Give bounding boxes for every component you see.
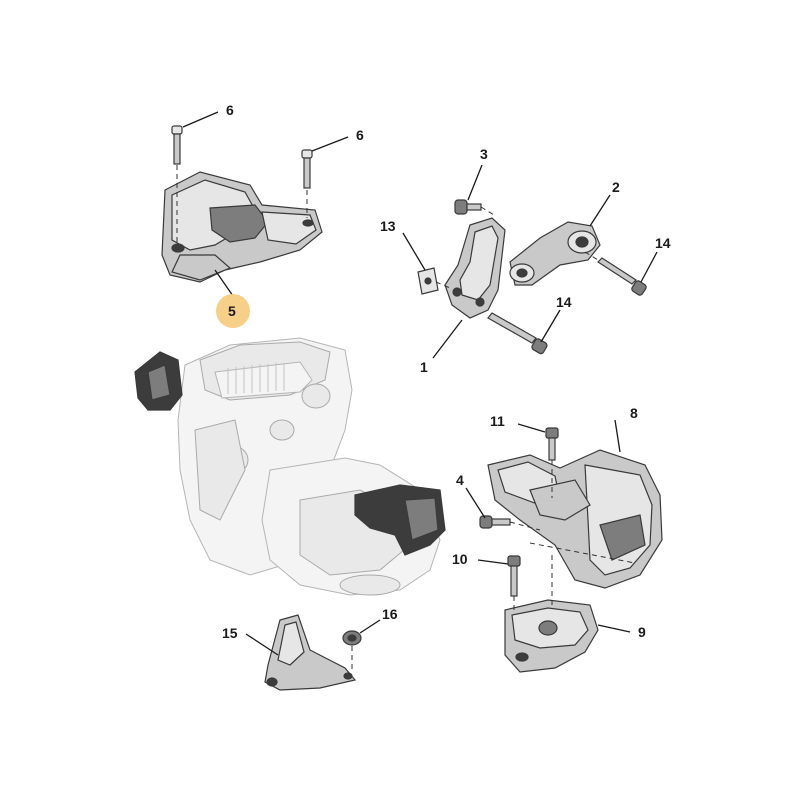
- part-9-mount-base: [504, 599, 599, 673]
- leader-lines: [182, 111, 658, 656]
- bolt-14-right: [584, 251, 647, 296]
- callout-label-16: 16: [382, 606, 398, 622]
- callout-label-6-right: 6: [356, 127, 364, 143]
- callout-label-14-right: 14: [655, 235, 671, 251]
- bolt-6-left: [171, 125, 183, 245]
- callout-label-1: 1: [420, 359, 428, 375]
- callout-label-8: 8: [630, 405, 638, 421]
- bolt-6-right: [301, 149, 313, 218]
- bolt-14-lower: [487, 312, 548, 355]
- callout-label-5: 5: [228, 303, 236, 319]
- callout-label-15: 15: [222, 625, 238, 641]
- callout-label-4: 4: [456, 472, 464, 488]
- part-15-lower-bracket: [264, 614, 357, 691]
- part-1-bracket: [444, 217, 506, 319]
- bolt-4: [479, 515, 541, 531]
- callout-label-2: 2: [612, 179, 620, 195]
- bolt-11: [545, 427, 559, 498]
- bolt-3: [454, 199, 495, 216]
- callout-label-9: 9: [638, 624, 646, 640]
- washer-13: [417, 267, 451, 295]
- callout-label-3: 3: [480, 146, 488, 162]
- part-2-torque-rod: [509, 221, 601, 286]
- callout-label-6-left: 6: [226, 102, 234, 118]
- callout-5-highlight: [216, 294, 250, 328]
- callout-label-11: 11: [490, 413, 505, 429]
- callout-label-10: 10: [452, 551, 468, 567]
- nut-16: [342, 630, 362, 672]
- callout-label-13: 13: [380, 218, 396, 234]
- callout-label-14-lower: 14: [556, 294, 572, 310]
- part-8-mount-bracket: [487, 449, 663, 589]
- bolt-10: [507, 555, 521, 614]
- engine-gearbox-assembly: [134, 337, 446, 596]
- part-5-engine-mount: [161, 171, 323, 283]
